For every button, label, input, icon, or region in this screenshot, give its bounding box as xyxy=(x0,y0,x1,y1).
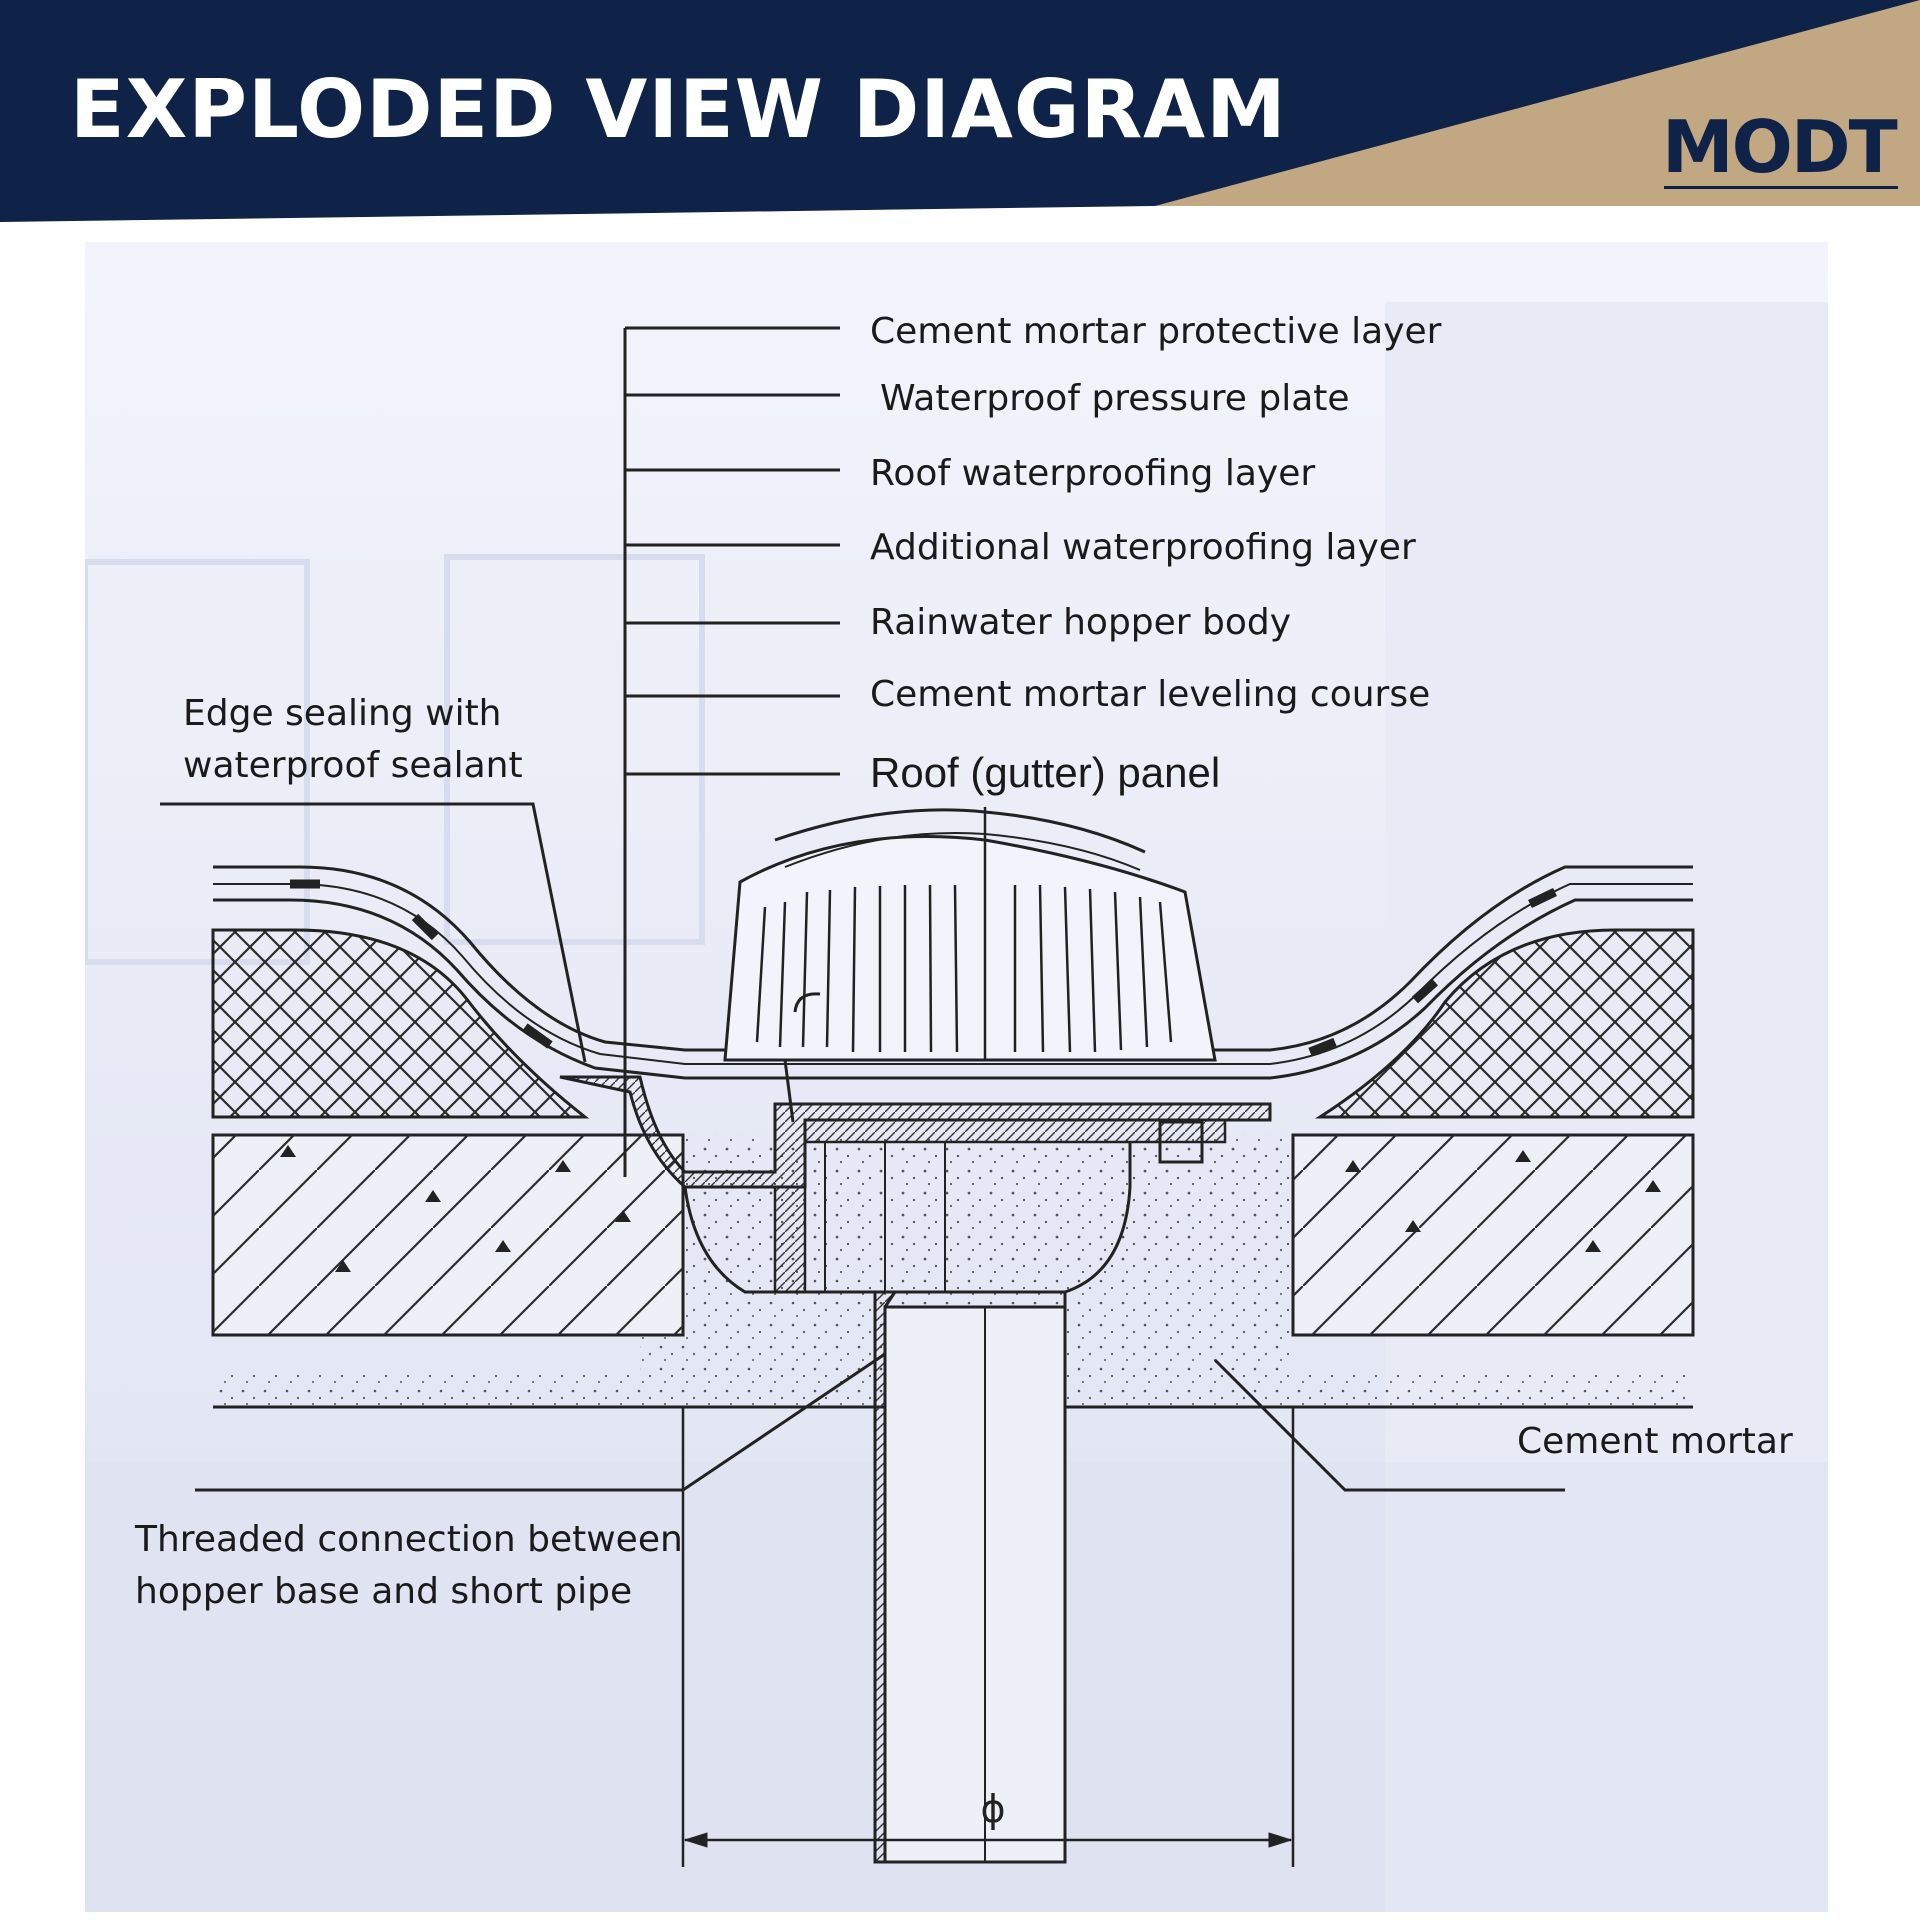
label-cement-mortar-protective-layer: Cement mortar protective layer xyxy=(870,311,1442,352)
insulation-left xyxy=(211,928,590,1119)
short-pipe xyxy=(873,1290,1067,1864)
header-background xyxy=(0,0,1920,222)
roof-slab-right xyxy=(1291,1133,1695,1337)
logo-text: MODT xyxy=(1662,105,1898,189)
layer-leader-bracket xyxy=(623,326,840,1177)
roof-slab-left xyxy=(211,1133,685,1337)
insulation-right xyxy=(1314,928,1695,1119)
label-roof-waterproofing-layer: Roof waterproofing layer xyxy=(870,453,1316,494)
label-cement-mortar-leveling-course: Cement mortar leveling course xyxy=(870,674,1431,715)
callout-threaded-line1: Threaded connection between xyxy=(135,1519,683,1560)
logo-underline xyxy=(1664,186,1898,189)
dome-strainer xyxy=(723,807,1217,1123)
label-waterproof-pressure-plate: Waterproof pressure plate xyxy=(880,378,1350,419)
diameter-dimension xyxy=(681,1407,1295,1867)
hopper-body xyxy=(559,1075,1272,1294)
header-tan-wedge xyxy=(1155,0,1920,206)
diagram-panel: ϕ Cement mortar protective layer Waterpr… xyxy=(85,242,1828,1912)
callout-leaders xyxy=(160,802,1565,1492)
label-roof-gutter-panel: Roof (gutter) panel xyxy=(870,749,1221,796)
waterproof-membrane-layers xyxy=(213,865,1693,1080)
header-banner: EXPLODED VIEW DIAGRAM MODT xyxy=(0,0,1920,222)
label-rainwater-hopper-body: Rainwater hopper body xyxy=(870,602,1292,643)
rain-hopper-section-drawing: ϕ xyxy=(160,326,1695,1867)
label-additional-waterproofing-layer: Additional waterproofing layer xyxy=(870,527,1416,568)
callout-cement-mortar: Cement mortar xyxy=(1517,1421,1793,1462)
diameter-symbol: ϕ xyxy=(980,1787,1005,1831)
callout-edge-sealing-line2: waterproof sealant xyxy=(183,745,523,786)
background-frame-left xyxy=(85,559,310,965)
background-frame-center xyxy=(444,554,705,945)
brand-logo: MODT xyxy=(1662,105,1902,192)
page-title: EXPLODED VIEW DIAGRAM xyxy=(70,63,1287,156)
callout-edge-sealing-line1: Edge sealing with xyxy=(183,693,502,734)
callout-threaded-line2: hopper base and short pipe xyxy=(135,1571,633,1612)
